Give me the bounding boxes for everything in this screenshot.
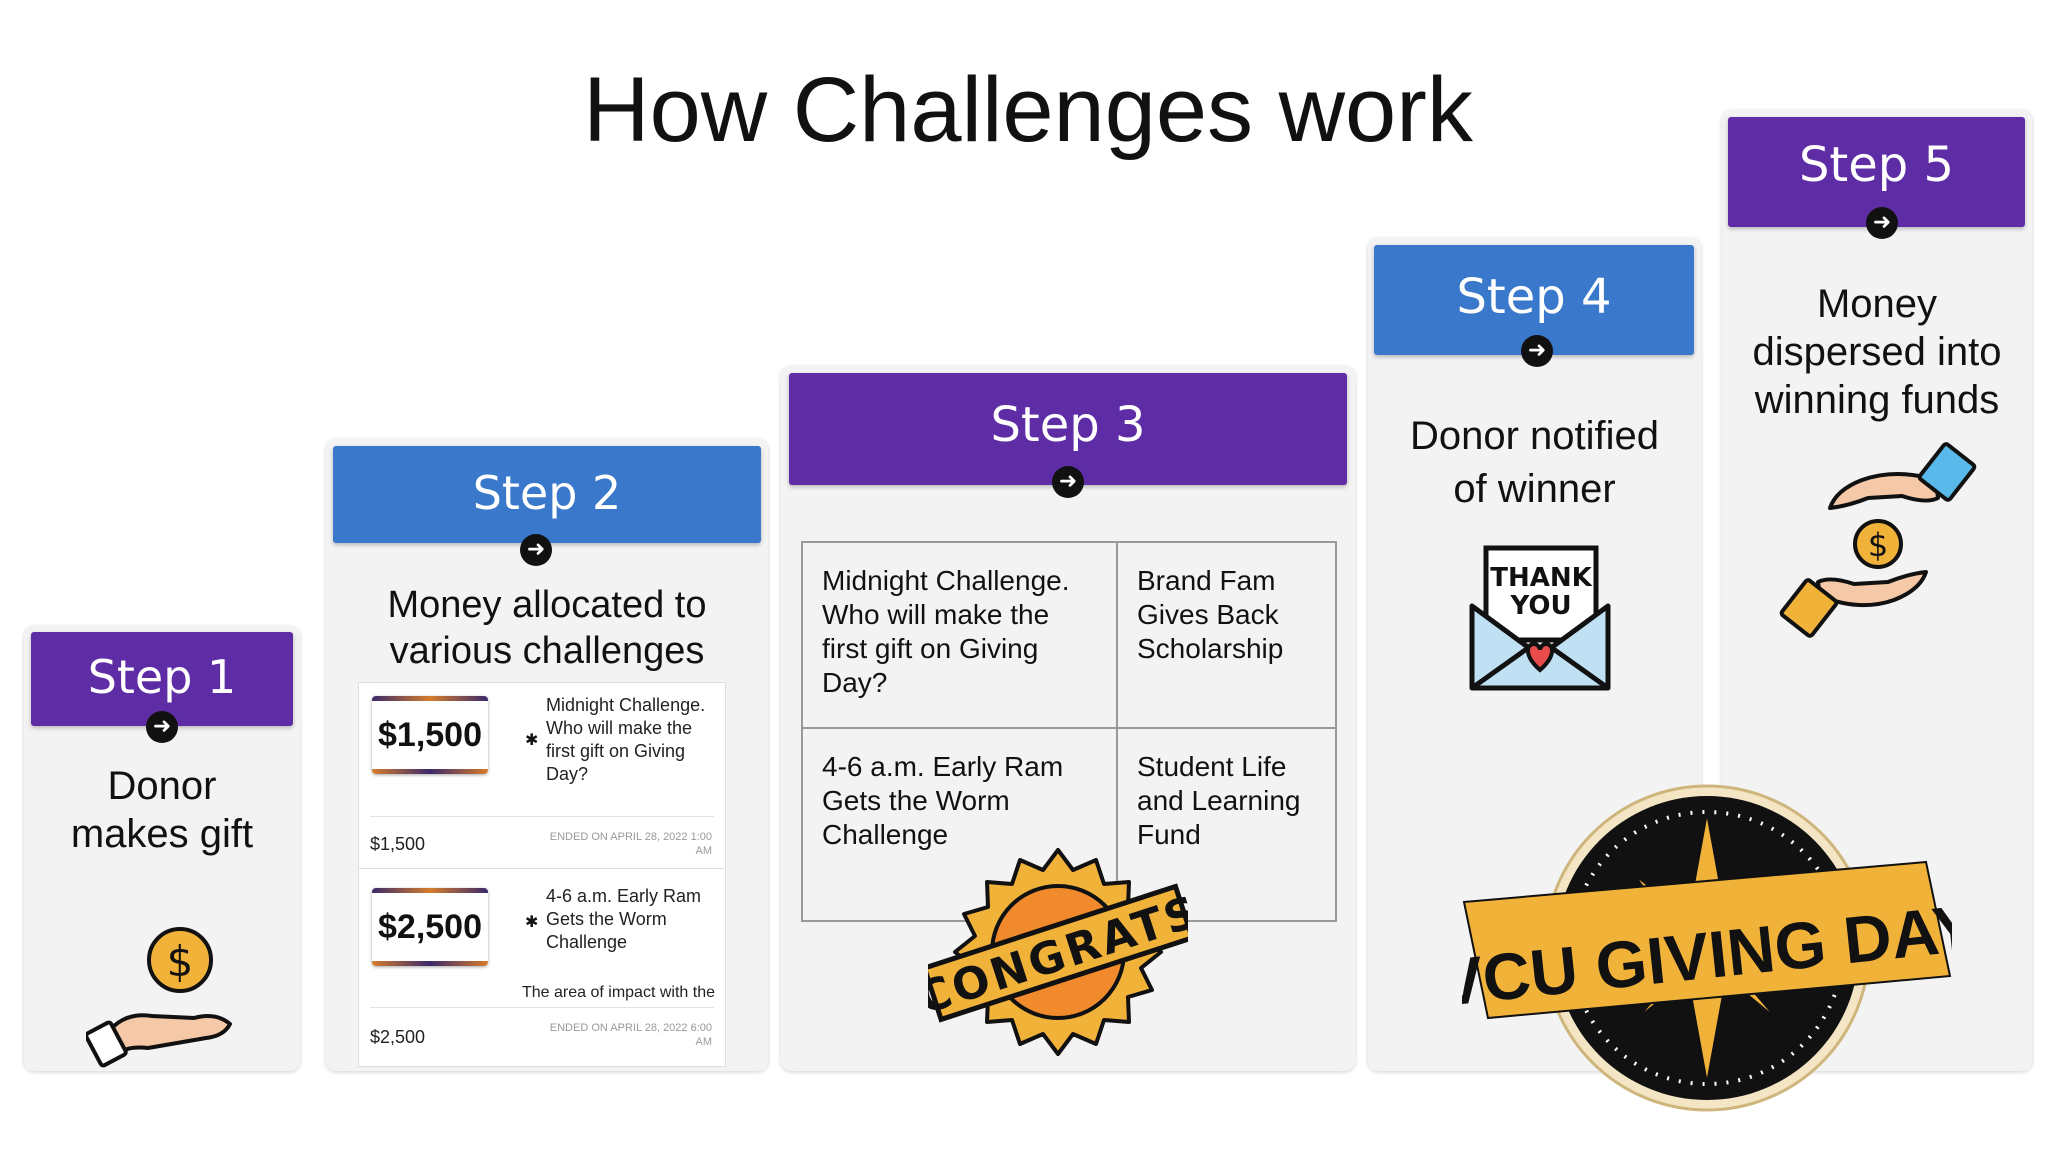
challenge-amount: $1,500 bbox=[378, 716, 482, 754]
ended-line: AM bbox=[695, 1036, 713, 1048]
ended-line: AM bbox=[695, 845, 713, 857]
desc-line: Donor notified bbox=[1409, 414, 1660, 458]
table-cell: Brand Fam Gives Back Scholarship bbox=[1137, 564, 1327, 666]
desc-line: 4-6 a.m. Early Ram bbox=[546, 886, 702, 906]
step-5-description: Money dispersed into winning funds bbox=[1722, 280, 2032, 424]
challenge-extra-text: The area of impact with the bbox=[522, 984, 715, 1001]
you-text: YOU bbox=[1509, 591, 1571, 621]
dollar-glyph: $ bbox=[1868, 526, 1888, 564]
step-1-header: Step 1 bbox=[31, 632, 293, 726]
challenge-amount-badge: $2,500 bbox=[372, 888, 488, 966]
desc-line: Midnight Challenge. bbox=[546, 695, 706, 715]
desc-line: Challenge bbox=[546, 932, 628, 952]
cell-line: and Learning bbox=[1137, 785, 1301, 816]
ended-line: ENDED ON APRIL 28, 2022 6:00 bbox=[549, 1022, 712, 1034]
page-title: How Challenges work bbox=[583, 59, 1473, 161]
step-2-label: Step 2 bbox=[472, 466, 622, 520]
table-cell: Student Life and Learning Fund bbox=[1137, 750, 1327, 852]
cell-line: 4-6 a.m. Early Ram bbox=[822, 751, 1064, 782]
arrow-right-icon: ➜ bbox=[1866, 207, 1898, 239]
table-divider bbox=[801, 727, 1335, 729]
cell-line: Fund bbox=[1137, 819, 1201, 850]
cell-line: Day? bbox=[822, 667, 888, 698]
step-3-label: Step 3 bbox=[990, 397, 1146, 453]
cell-line: Gets the Worm bbox=[822, 785, 1010, 816]
step-4-description: Donor notified of winner bbox=[1368, 410, 1701, 516]
desc-line: dispersed into bbox=[1752, 330, 2002, 374]
desc-line: Money allocated to bbox=[387, 584, 707, 626]
challenge-amount-badge: $1,500 bbox=[372, 696, 488, 774]
desc-line: makes gift bbox=[70, 812, 254, 856]
challenge-amount: $2,500 bbox=[378, 908, 482, 946]
step-1-description: Donor makes gift bbox=[24, 762, 300, 858]
arrow-right-icon: ➜ bbox=[146, 711, 178, 743]
desc-line: winning funds bbox=[1754, 378, 2000, 422]
desc-line: Money bbox=[1816, 282, 1938, 326]
table-cell: Midnight Challenge. Who will make the fi… bbox=[822, 564, 1112, 700]
ended-date: ENDED ON APRIL 28, 2022 6:00 AM bbox=[520, 1021, 712, 1049]
cell-line: Challenge bbox=[822, 819, 949, 850]
desc-line: Who will make the bbox=[546, 718, 693, 738]
thank-text: THANK bbox=[1490, 563, 1592, 593]
footer-amount: $1,500 bbox=[370, 834, 426, 854]
step-4-label: Step 4 bbox=[1456, 269, 1612, 325]
cell-line: first gift on Giving bbox=[822, 633, 1039, 664]
cell-line: Brand Fam bbox=[1137, 565, 1276, 596]
table-divider bbox=[1116, 541, 1118, 920]
hand-coin-icon: $ bbox=[86, 927, 232, 1068]
challenge-table bbox=[801, 541, 1337, 922]
star-icon: ✱ bbox=[525, 732, 539, 749]
desc-line: Donor bbox=[107, 764, 217, 808]
card-divider bbox=[358, 868, 724, 869]
card-divider bbox=[370, 1007, 714, 1008]
coin-exchange-icon: $ bbox=[1779, 442, 1977, 638]
thank-you-envelope-icon: THANK YOU bbox=[1469, 545, 1611, 691]
challenge-description: Midnight Challenge. Who will make the fi… bbox=[546, 694, 722, 786]
cell-line: Scholarship bbox=[1137, 633, 1284, 664]
desc-line: various challenges bbox=[389, 630, 705, 672]
cell-line: Gives Back bbox=[1137, 599, 1279, 630]
congrats-sticker: CONGRATS bbox=[928, 848, 1188, 1056]
step-5-label: Step 5 bbox=[1798, 137, 1955, 193]
desc-line: of winner bbox=[1453, 467, 1616, 511]
step-2-header: Step 2 bbox=[333, 446, 761, 543]
table-cell: 4-6 a.m. Early Ram Gets the Worm Challen… bbox=[822, 750, 1112, 852]
arrow-right-icon: ➜ bbox=[1521, 335, 1553, 367]
desc-line: first gift on Giving bbox=[546, 741, 686, 761]
dollar-glyph: $ bbox=[167, 937, 194, 986]
desc-line: Gets the Worm bbox=[546, 909, 667, 929]
cell-line: Midnight Challenge. bbox=[822, 565, 1070, 596]
ended-line: ENDED ON APRIL 28, 2022 1:00 bbox=[549, 831, 712, 843]
vcu-giving-day-logo: VCU GIVING DAY bbox=[1462, 784, 1952, 1112]
card-divider bbox=[370, 816, 714, 817]
ended-date: ENDED ON APRIL 28, 2022 1:00 AM bbox=[520, 830, 712, 858]
desc-line: Day? bbox=[546, 764, 589, 784]
cell-line: Student Life bbox=[1137, 751, 1287, 782]
cell-line: Who will make the bbox=[822, 599, 1050, 630]
footer-amount: $2,500 bbox=[370, 1027, 426, 1047]
star-icon: ✱ bbox=[525, 914, 539, 931]
step-1-label: Step 1 bbox=[87, 650, 237, 704]
arrow-right-icon: ➜ bbox=[1052, 466, 1084, 498]
arrow-right-icon: ➜ bbox=[520, 534, 552, 566]
challenge-description: 4-6 a.m. Early Ram Gets the Worm Challen… bbox=[546, 885, 722, 954]
step-2-description: Money allocated to various challenges bbox=[326, 582, 768, 674]
